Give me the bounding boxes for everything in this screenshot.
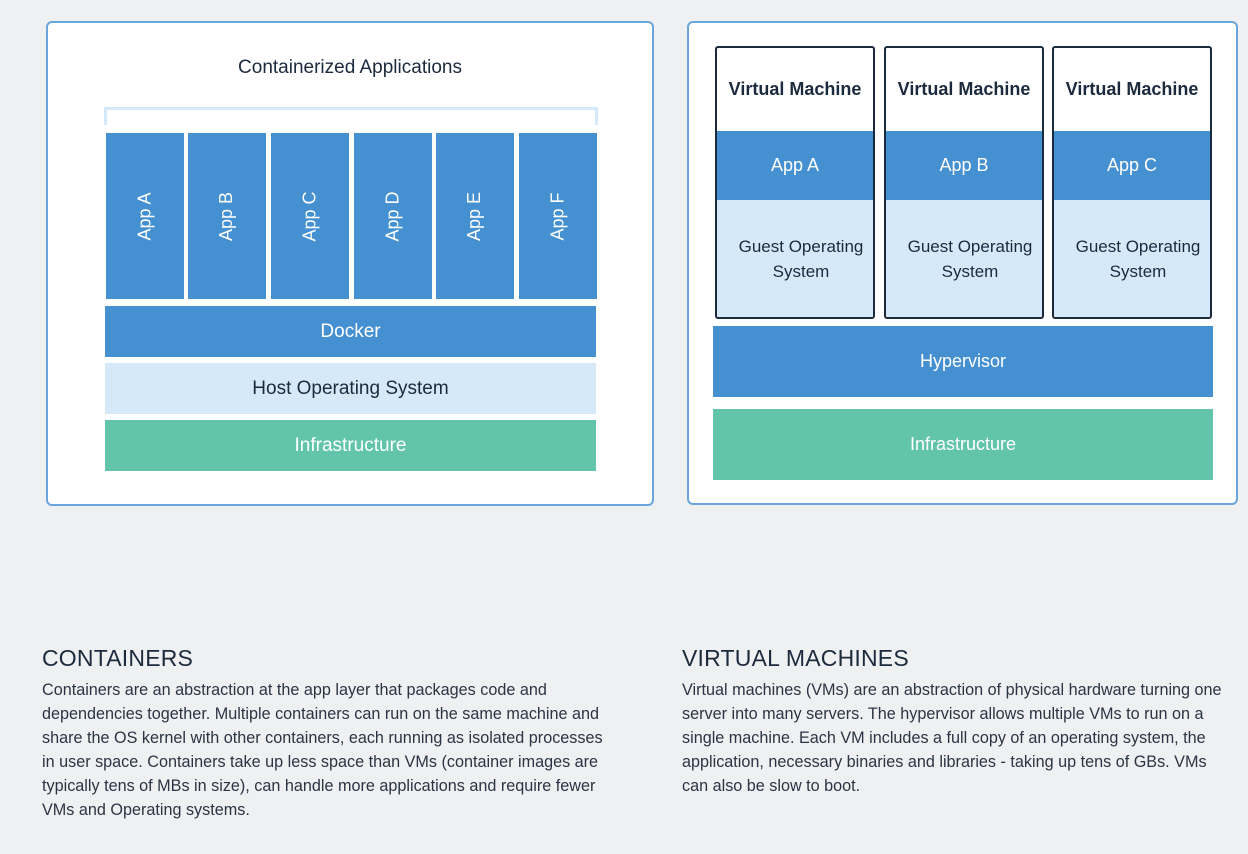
container-app-a: App A: [106, 133, 184, 299]
vm-infrastructure-layer: Infrastructure: [713, 409, 1213, 480]
virtual-machine-box: Virtual Machine App B Guest Operating Sy…: [884, 46, 1044, 319]
containerized-applications-title: Containerized Applications: [238, 57, 462, 78]
applications-bracket: [104, 107, 598, 125]
container-app-label: App F: [547, 191, 568, 241]
host-os-layer: Host Operating System: [105, 363, 596, 414]
container-app-label: App E: [464, 191, 485, 241]
vm-guest-os: Guest Operating System: [717, 200, 873, 317]
container-app-label: App C: [299, 190, 320, 242]
infrastructure-layer: Infrastructure: [105, 420, 596, 471]
container-app-d: App D: [354, 133, 432, 299]
vm-title: Virtual Machine: [897, 79, 1031, 99]
vm-app: App B: [886, 131, 1042, 200]
vm-diagram-panel: Virtual Machine App A Guest Operating Sy…: [687, 21, 1238, 505]
container-app-label: App B: [216, 191, 237, 241]
virtual-machines-heading: VIRTUAL MACHINES: [682, 645, 909, 671]
container-app-c: App C: [271, 133, 349, 299]
container-app-e: App E: [436, 133, 514, 299]
virtual-machine-box: Virtual Machine App A Guest Operating Sy…: [715, 46, 875, 319]
vm-guest-os: Guest Operating System: [1054, 200, 1210, 317]
docker-layer: Docker: [105, 306, 596, 357]
container-app-b: App B: [188, 133, 266, 299]
containers-diagram-panel: Containerized Applications App A App B A…: [46, 21, 654, 506]
vm-guest-os: Guest Operating System: [886, 200, 1042, 317]
vm-title: Virtual Machine: [728, 79, 862, 99]
containers-heading: CONTAINERS: [42, 645, 194, 671]
virtual-machine-box: Virtual Machine App C Guest Operating Sy…: [1052, 46, 1212, 319]
container-app-f: App F: [519, 133, 597, 299]
virtual-machines-description: Virtual machines (VMs) are an abstractio…: [682, 681, 1222, 795]
container-app-label: App D: [382, 190, 403, 242]
vm-title: Virtual Machine: [1065, 79, 1199, 99]
hypervisor-layer: Hypervisor: [713, 326, 1213, 397]
container-app-label: App A: [134, 191, 155, 241]
containers-description: Containers are an abstraction at the app…: [42, 681, 603, 819]
vm-app: App C: [1054, 131, 1210, 200]
vm-app: App A: [717, 131, 873, 200]
